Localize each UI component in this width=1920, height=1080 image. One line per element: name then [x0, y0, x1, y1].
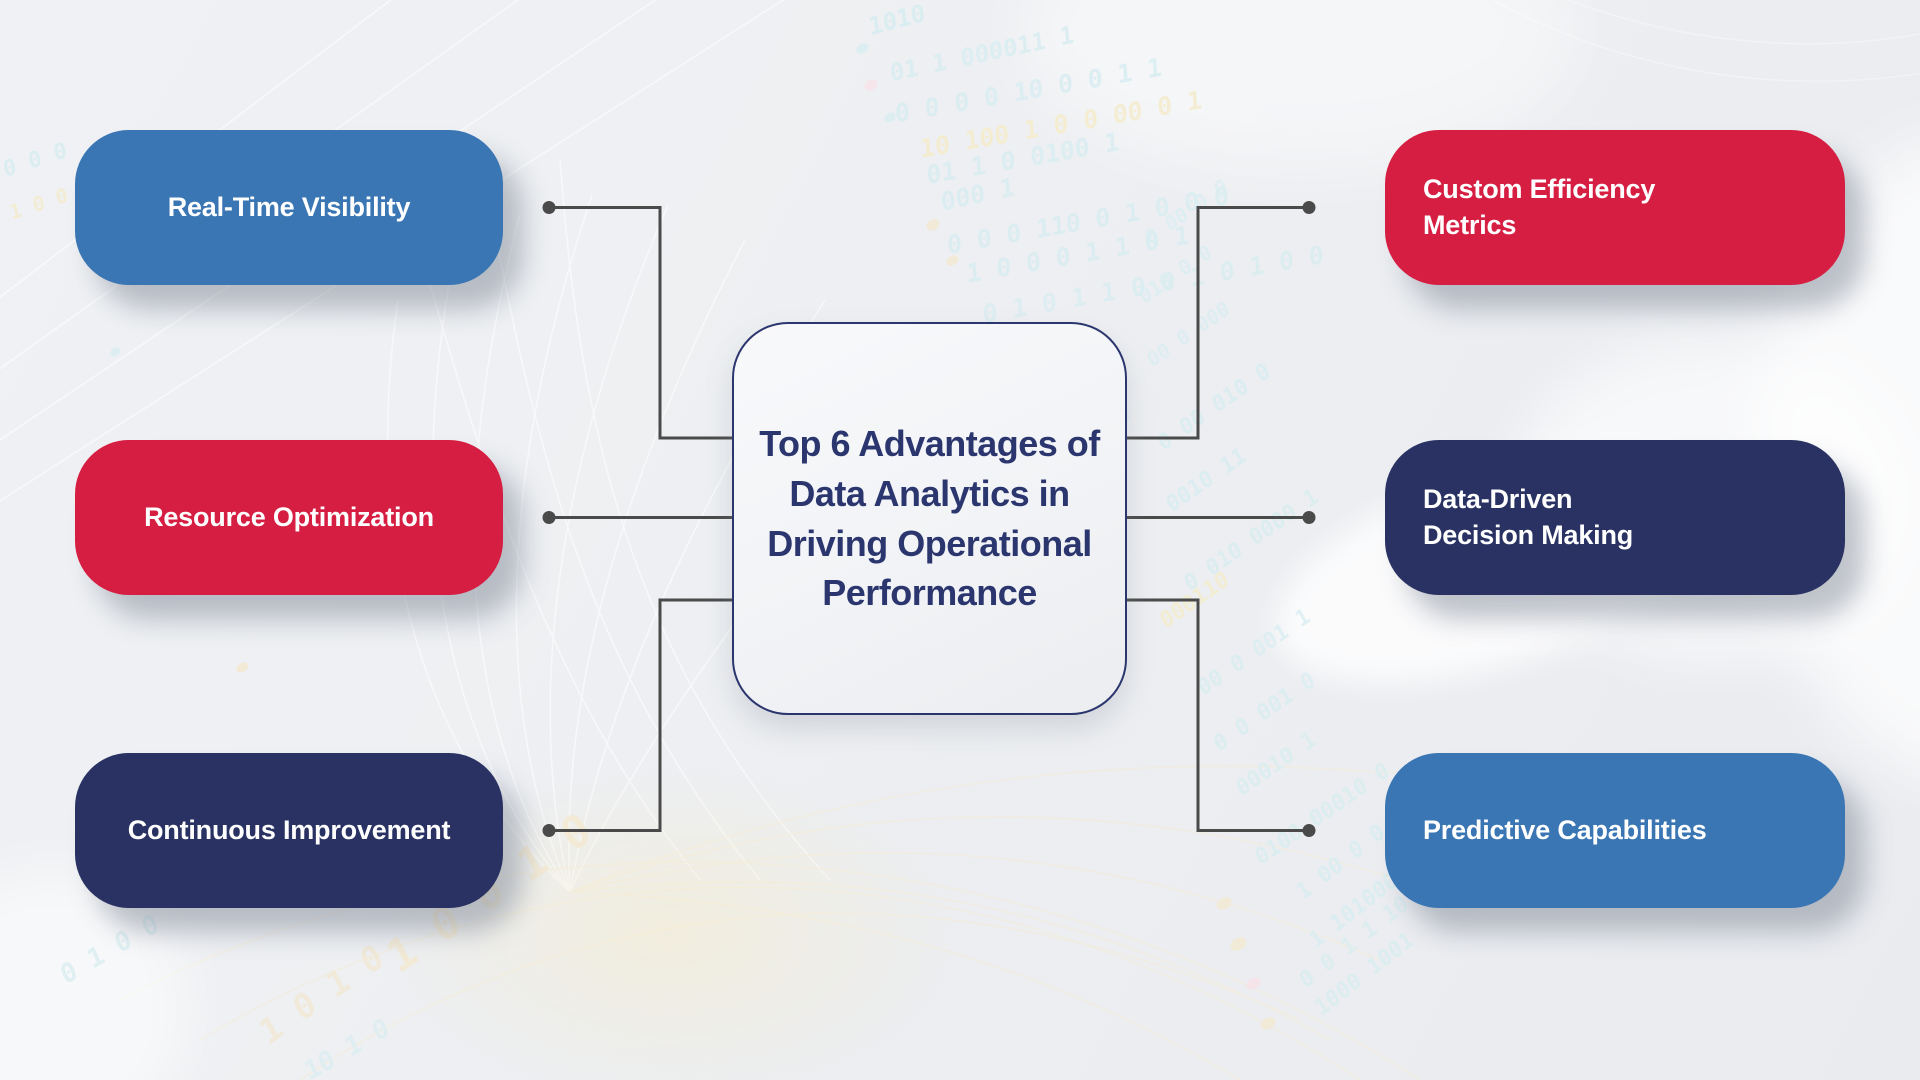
binary-digits-text: 000 1	[939, 172, 1016, 217]
node-predictive-capabilities: Predictive Capabilities	[1385, 753, 1845, 908]
node-label: Data-Driven Decision Making	[1423, 483, 1634, 550]
node-continuous-improvement: Continuous Improvement	[75, 753, 503, 908]
node-label: Continuous Improvement	[127, 814, 451, 845]
binary-digits-text: 00 0 000	[1142, 295, 1234, 373]
binary-digits-text: 01 1 000011 1	[888, 20, 1076, 88]
center-title-box: Top 6 Advantages of Data Analytics in Dr…	[732, 322, 1127, 715]
connector-right-top	[1127, 206, 1309, 440]
node-real-time-visibility: Real-Time Visibility	[75, 130, 503, 285]
color-speck	[1214, 894, 1234, 913]
binary-digits-text: 10 1 0	[300, 1012, 394, 1080]
connector-dot	[1302, 511, 1316, 524]
color-speck	[944, 253, 961, 268]
connector-left-bottom	[549, 598, 732, 832]
binary-digits-text: 0 0 001 0	[1209, 667, 1320, 758]
binary-digits-text: 0 0 0 0 10 0 0 1 1	[894, 52, 1163, 129]
node-resource-optimization: Resource Optimization	[75, 440, 503, 595]
binary-digits-text: 0 010 0000 1	[1180, 483, 1323, 598]
binary-digits-text: 1000 1001	[1310, 927, 1419, 1022]
node-custom-efficiency-metrics: Custom Efficiency Metrics	[1385, 130, 1845, 285]
binary-digits-text: 000110	[1156, 566, 1234, 635]
color-speck	[1228, 934, 1249, 954]
binary-digits-text: 1 0 0 0 1 1 0 1	[965, 220, 1191, 289]
binary-digits-text: 010 0 0	[1134, 239, 1216, 309]
node-label: Custom Efficiency Metrics	[1423, 173, 1656, 240]
binary-digits-text: 0 00 010 0	[1153, 358, 1275, 457]
node-label: Resource Optimization	[144, 501, 434, 532]
connector-dot	[542, 201, 556, 214]
diagram-title: Top 6 Advantages of Data Analytics in Dr…	[759, 423, 1100, 614]
node-label: Predictive Capabilities	[1423, 814, 1707, 845]
color-speck	[234, 660, 251, 675]
binary-digits-text: 0 0 1 1 10	[1295, 891, 1414, 994]
node-label: Real-Time Visibility	[167, 191, 411, 222]
node-data-driven-decision-making: Data-Driven Decision Making	[1385, 440, 1845, 595]
binary-digits-text: 0 1 0 0	[56, 908, 164, 992]
binary-digits-text: 0 1 0 1 1 0 0 1 0 1 0 0	[981, 239, 1325, 330]
binary-digits-text: 00010 1	[1232, 726, 1321, 803]
binary-digits-text: 00 0 001 1	[1193, 603, 1315, 702]
binary-digits-text: 0100 00010 0	[1251, 757, 1394, 872]
connector-dot	[1302, 201, 1316, 214]
color-speck	[1258, 1014, 1278, 1033]
color-speck	[862, 77, 880, 93]
binary-digits-text: 1 0 1 0	[253, 936, 391, 1054]
connector-dot	[542, 824, 556, 837]
color-speck	[924, 217, 942, 233]
binary-digits-text: 0010 11	[1162, 442, 1251, 519]
binary-digits-text: 01 1 0 0100 1	[925, 126, 1121, 191]
binary-digits-text: 0 0 0	[1, 137, 70, 184]
connector-left-top	[549, 206, 732, 440]
connector-right-bottom	[1127, 598, 1309, 832]
connector-dot	[1302, 824, 1316, 837]
binary-digits-text: 1010	[866, 0, 928, 42]
color-speck	[1244, 974, 1263, 993]
color-speck	[108, 345, 123, 359]
binary-digits-text: 10 100 1 0 0 00 0 1	[919, 85, 1203, 164]
connector-dot	[542, 511, 556, 524]
binary-digits-text: 1 00 0 0	[1292, 819, 1390, 906]
color-speck	[882, 110, 898, 125]
binary-digits-text: 0 0 0 110 0 1 0 0 0	[946, 181, 1230, 260]
binary-digits-text: 0 00 0 0	[1140, 173, 1232, 251]
color-speck	[854, 41, 871, 56]
